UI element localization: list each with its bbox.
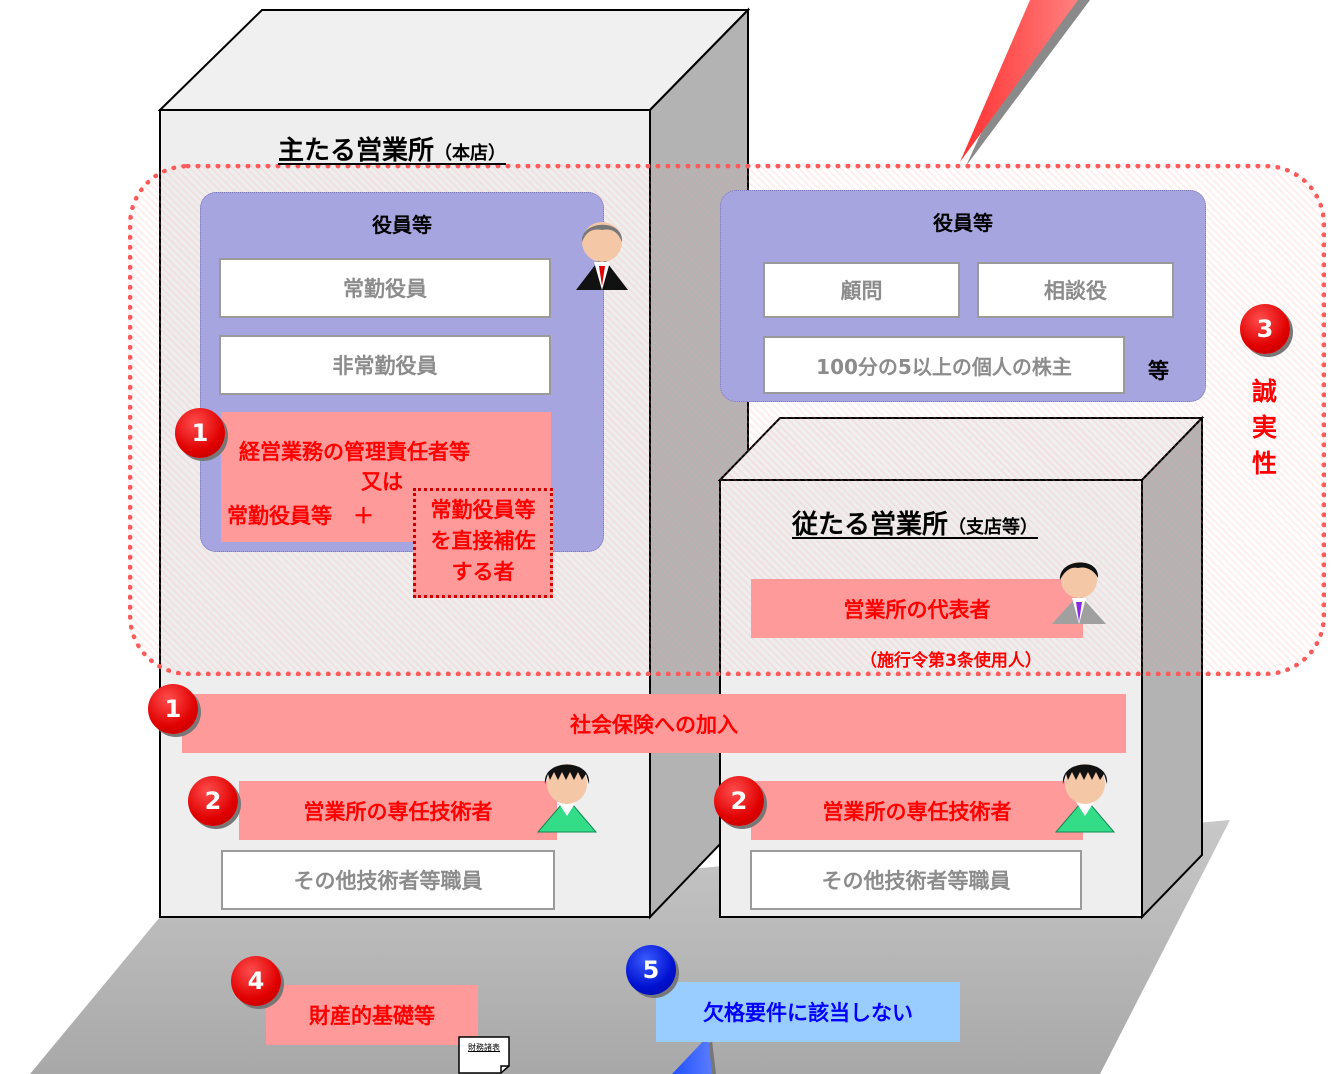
red-arrow	[960, 0, 1090, 166]
badge-financial: 4	[231, 956, 281, 1006]
main-other-staff-box: その他技術者等職員	[221, 850, 555, 910]
main-office-title: 主たる営業所（本店）	[278, 130, 506, 167]
shareholder-box: 100分の5以上の個人の株主	[763, 336, 1125, 394]
management-line1: 経営業務の管理責任者等	[239, 440, 470, 464]
financial-doc-label: 財務諸表	[468, 1043, 500, 1052]
main-officers-title: 役員等	[372, 213, 432, 237]
badge-branch-engineer: 2	[714, 776, 764, 826]
branch-engineer-box: 営業所の専任技術者	[751, 781, 1083, 840]
main-office-suffix: （本店）	[434, 143, 507, 164]
branch-representative-box: 営業所の代表者	[751, 579, 1083, 638]
assistant-line1: 常勤役員等	[430, 498, 536, 522]
financial-basis-box: 財産的基礎等	[266, 985, 478, 1045]
branch-office-name: 従たる営業所	[792, 510, 949, 540]
branch-office-title: 従たる営業所（支店等）	[792, 504, 1038, 541]
integrity-char-2: 実	[1252, 413, 1278, 442]
document-icon	[458, 1036, 510, 1074]
branch-engineer-person-icon	[1054, 764, 1116, 833]
badge-disqualification: 5	[626, 945, 676, 995]
management-line2: 又は	[361, 470, 403, 494]
counselor-box: 相談役	[977, 262, 1174, 318]
assistant-box: 常勤役員等 を直接補佐 する者	[413, 488, 553, 598]
etc-label: 等	[1148, 359, 1169, 383]
main-office-name: 主たる営業所	[278, 136, 435, 166]
badge-social-insurance: 1	[148, 684, 198, 734]
assistant-line3: する者	[451, 560, 515, 584]
social-insurance-bar: 社会保険への加入	[182, 694, 1126, 753]
badge-main-engineer: 2	[188, 776, 238, 826]
branch-office-suffix: （支店等）	[948, 517, 1039, 538]
other-officers-title: 役員等	[933, 211, 993, 235]
fulltime-officer-box: 常勤役員	[219, 258, 551, 318]
badge-integrity: 3	[1240, 304, 1290, 354]
blue-arrow	[672, 1036, 716, 1074]
parttime-officer-box: 非常勤役員	[219, 335, 551, 395]
executive-person-icon	[576, 222, 628, 290]
management-line3: 常勤役員等 ＋	[227, 504, 374, 528]
financial-statements-doc: 財務諸表	[458, 1036, 510, 1074]
disqualification-box: 欠格要件に該当しない	[656, 982, 960, 1042]
advisor-box: 顧問	[763, 262, 960, 318]
assistant-line2: を直接補佐	[430, 529, 536, 553]
representative-person-icon	[1052, 562, 1106, 624]
main-engineer-box: 営業所の専任技術者	[239, 781, 557, 840]
badge-management: 1	[175, 408, 225, 458]
integrity-char-3: 性	[1252, 449, 1278, 478]
main-engineer-person-icon	[536, 764, 598, 833]
branch-other-staff-box: その他技術者等職員	[750, 850, 1082, 910]
integrity-char-1: 誠	[1252, 377, 1278, 406]
representative-note: （施行令第3条使用人）	[860, 651, 1042, 671]
